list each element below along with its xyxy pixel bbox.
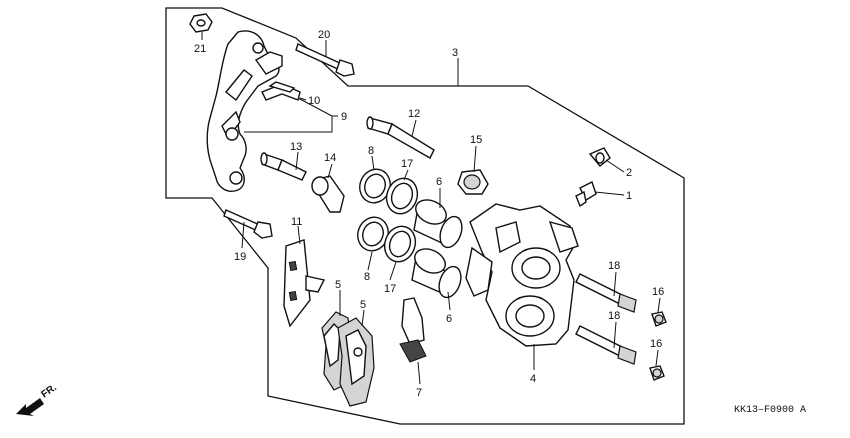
- callout-18a: 18: [608, 260, 620, 272]
- callout-2: 2: [626, 167, 632, 179]
- bleeder-valve: [575, 181, 597, 208]
- brake-pad-5b: [337, 317, 375, 407]
- bolt-19: [223, 209, 273, 239]
- callout-16b: 16: [650, 338, 662, 350]
- callout-8a: 8: [368, 145, 374, 157]
- callout-9: 9: [341, 111, 347, 123]
- callout-19: 19: [234, 251, 246, 263]
- callout-18b: 18: [608, 310, 620, 322]
- callout-8b: 8: [364, 271, 370, 283]
- callout-12: 12: [408, 108, 420, 120]
- piston-seal-8a: [359, 168, 391, 204]
- pin-plug-16b: [649, 365, 665, 381]
- bleeder-cap: [588, 147, 611, 167]
- callout-3: 3: [452, 47, 458, 59]
- piston-6a: [413, 199, 463, 249]
- caliper-bracket: [206, 30, 283, 192]
- pad-retainer-7: [399, 297, 427, 363]
- nut-21: [189, 13, 213, 33]
- callout-5b: 5: [360, 299, 366, 311]
- callout-4: 4: [530, 373, 536, 385]
- piston-6b: [411, 248, 462, 299]
- callout-5a: 5: [335, 279, 341, 291]
- callout-14: 14: [324, 152, 336, 164]
- pin-plug-16a: [651, 311, 667, 327]
- bolt-20: [295, 43, 355, 77]
- pin-boot-14: [311, 175, 345, 213]
- pad-shim-11: [283, 239, 326, 328]
- front-direction-indicator: FR.: [16, 382, 59, 416]
- callout-11: 11: [291, 216, 302, 228]
- front-direction-label: FR.: [39, 382, 59, 400]
- piston-seal-8b: [357, 216, 389, 252]
- dust-seal-17a: [385, 177, 419, 215]
- callout-13: 13: [290, 141, 302, 153]
- diagram-reference-code: KK13–F0900 A: [734, 405, 806, 416]
- boot-15: [457, 169, 489, 195]
- callout-6a: 6: [436, 176, 442, 188]
- callout-16a: 16: [652, 286, 664, 298]
- assembly-frame: [165, 7, 685, 425]
- pad-pin-18a: [575, 273, 637, 313]
- callout-10: 10: [308, 95, 320, 107]
- leader-lines: [201, 32, 661, 385]
- pad-spring: [261, 81, 301, 101]
- callout-6b: 6: [446, 313, 452, 325]
- pin-bolt-12: [366, 116, 435, 159]
- callout-21: 21: [194, 43, 206, 55]
- dust-seal-17b: [383, 225, 417, 263]
- callout-17a: 17: [401, 158, 413, 170]
- front-arrow-icon: [16, 398, 44, 416]
- callout-7: 7: [416, 387, 422, 399]
- callout-15: 15: [470, 134, 482, 146]
- callout-17b: 17: [384, 283, 396, 295]
- callout-1: 1: [626, 190, 632, 202]
- caliper-body: [465, 203, 579, 347]
- pin-bolt-13: [260, 152, 307, 181]
- callout-labels: 1 2 3 4 5 5 6 6 7 8 8 9 10 11 12 13 14 1…: [194, 29, 664, 399]
- callout-20: 20: [318, 29, 330, 41]
- pad-pin-18b: [575, 325, 637, 365]
